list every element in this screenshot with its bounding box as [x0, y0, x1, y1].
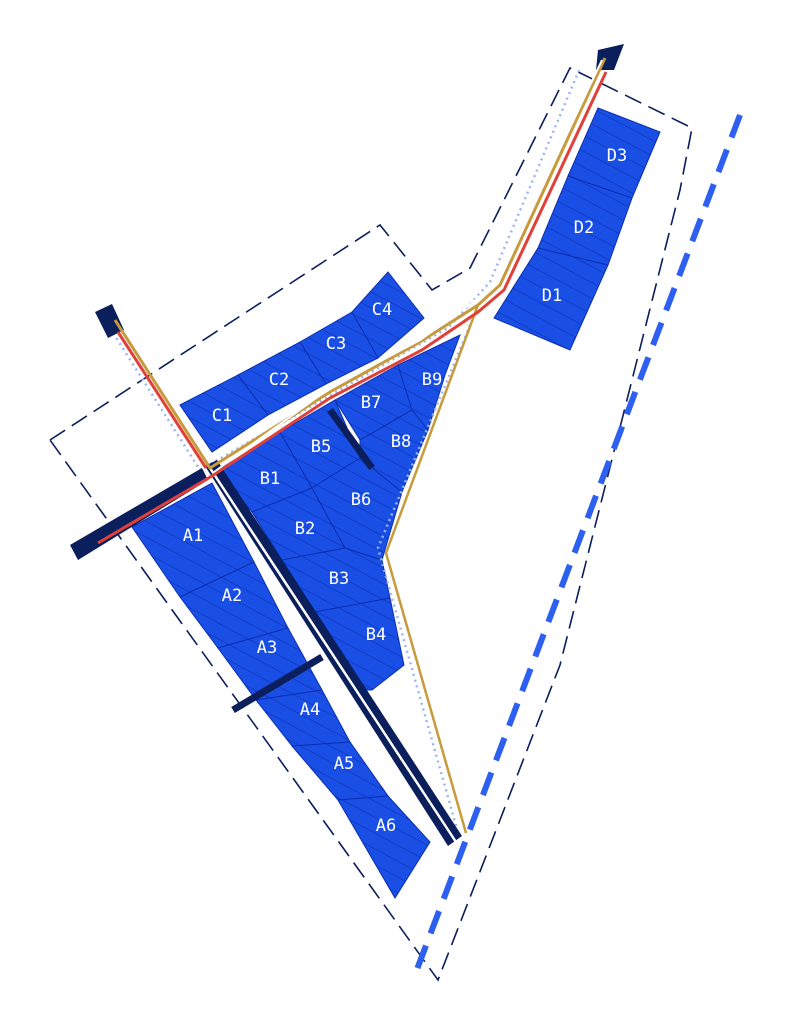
label-b1: B1 — [260, 469, 280, 489]
label-b2: B2 — [295, 519, 315, 539]
block-c — [179, 271, 425, 453]
plot-b9[interactable] — [397, 334, 461, 432]
road-west-spur — [70, 468, 208, 560]
block-b — [217, 334, 461, 691]
label-c2: C2 — [269, 370, 289, 390]
label-b8: B8 — [391, 432, 411, 452]
label-a5: A5 — [334, 754, 354, 774]
label-b3: B3 — [329, 569, 349, 589]
label-d3: D3 — [607, 146, 627, 166]
dotted-utility-lines — [108, 67, 582, 841]
label-a3: A3 — [257, 638, 277, 658]
label-a2: A2 — [222, 586, 242, 606]
plot-c4[interactable] — [351, 271, 425, 359]
label-b7: B7 — [361, 393, 381, 413]
road-b5-spur — [327, 407, 375, 471]
label-c3: C3 — [326, 334, 346, 354]
label-b6: B6 — [351, 490, 371, 510]
gold-path-south — [384, 304, 480, 834]
label-d1: D1 — [542, 286, 562, 306]
label-d2: D2 — [574, 218, 594, 238]
label-b4: B4 — [366, 625, 386, 645]
label-c4: C4 — [372, 300, 392, 320]
plot-labels: A1 A2 A3 A4 A5 A6 B1 B2 B3 B4 B5 B6 B7 B… — [183, 146, 627, 836]
label-b9: B9 — [422, 370, 442, 390]
road-a3-spur — [231, 653, 324, 714]
eastern-dashed-line — [413, 113, 743, 974]
road-north-stub — [95, 304, 124, 338]
plot-b6[interactable] — [311, 457, 403, 561]
white-trail-north — [213, 59, 603, 473]
plot-a6[interactable] — [337, 795, 431, 899]
label-a1: A1 — [183, 526, 203, 546]
plot-d3[interactable] — [567, 107, 661, 199]
path-lines — [97, 57, 608, 843]
red-path — [97, 71, 608, 545]
gold-path — [113, 57, 607, 471]
label-b5: B5 — [311, 437, 331, 457]
red-path-north — [116, 331, 208, 469]
label-c1: C1 — [212, 406, 232, 426]
white-trail — [204, 461, 458, 843]
site-boundary-dashed — [48, 66, 693, 982]
label-a6: A6 — [376, 816, 396, 836]
label-a4: A4 — [300, 700, 320, 720]
block-d — [493, 107, 661, 351]
block-a — [131, 482, 431, 899]
